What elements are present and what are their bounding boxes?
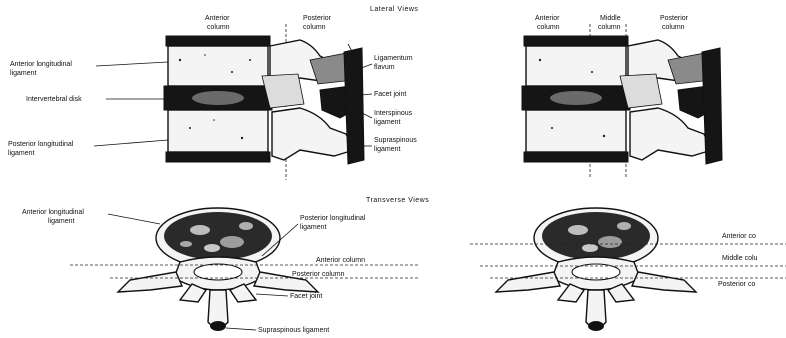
- ligamentum-flavum-label-line2: flavum: [374, 64, 395, 71]
- anterior-column-label: Anterior co: [722, 233, 756, 240]
- posterior-longitudinal-ligament-label-line2: ligament: [8, 150, 35, 157]
- anterior-longitudinal-ligament-label-line1: Anterior longitudinal: [10, 61, 72, 68]
- ligamentum-flavum-label-line1: Ligamentum: [374, 55, 413, 62]
- posterior-column-label: Posterior co: [718, 281, 755, 288]
- left-transverse-process: [118, 272, 182, 292]
- transverse-views-title: Transverse Views: [366, 197, 429, 204]
- transverse-view-right: Anterior co Middle colu Posterior co: [470, 208, 786, 331]
- middle-column-header-line2: column: [598, 24, 621, 31]
- interspinous-ligament-label-line2: ligament: [374, 119, 401, 126]
- supraspinous-band: [344, 48, 364, 164]
- anterior-column-header-line2: column: [537, 24, 560, 31]
- lateral-view-right: Anterior column Middle column Posterior …: [522, 15, 722, 178]
- intervertebral-disk-label: Intervertebral disk: [26, 96, 82, 103]
- posterior-longitudinal-ligament-label-line1: Posterior longitudinal: [8, 141, 74, 148]
- lower-vertebral-body: [168, 110, 268, 152]
- posterior-longitudinal-ligament-label-line1: Posterior longitudinal: [300, 215, 366, 222]
- lateral-view-left: Anterior column Posterior column Anterio…: [8, 15, 417, 180]
- supraspinous-ligament-label: Supraspinous ligament: [258, 327, 329, 334]
- posterior-longitudinal-ligament-label-line2: ligament: [300, 224, 327, 231]
- transverse-view-left: Anterior longitudinal ligament Posterior…: [22, 208, 420, 334]
- posterior-column-header-line2: column: [303, 24, 326, 31]
- anterior-longitudinal-ligament-label-line2: ligament: [48, 218, 75, 225]
- anterior-column-header-line1: Anterior: [535, 15, 560, 22]
- posterior-column-header-line1: Posterior: [303, 15, 332, 22]
- cancellous-bone: [164, 212, 272, 260]
- lower-endplate: [166, 152, 270, 162]
- facet-joint-label: Facet joint: [290, 293, 322, 300]
- anterior-column-header-line2: column: [207, 24, 230, 31]
- middle-column-header-line1: Middle: [600, 15, 621, 22]
- anterior-longitudinal-ligament-label-line1: Anterior longitudinal: [22, 209, 84, 216]
- anterior-longitudinal-ligament-label-line2: ligament: [10, 70, 37, 77]
- middle-column-label: Middle colu: [722, 255, 758, 262]
- anterior-column-header-line1: Anterior: [205, 15, 230, 22]
- posterior-column-header-line2: column: [662, 24, 685, 31]
- interspinous-ligament-label-line1: Interspinous: [374, 110, 413, 117]
- lower-vertebral-body: [526, 110, 626, 152]
- anterior-column-label: Anterior column: [316, 257, 365, 264]
- lateral-views-title: Lateral Views: [370, 6, 418, 13]
- upper-endplate: [166, 36, 270, 46]
- posterior-column-header-line1: Posterior: [660, 15, 689, 22]
- supraspinous-dot: [210, 321, 226, 331]
- facet-joint-label: Facet joint: [374, 91, 406, 98]
- upper-vertebral-body: [526, 46, 626, 86]
- posterior-column-label: Posterior column: [292, 271, 345, 278]
- supraspinous-ligament-label-line1: Supraspinous: [374, 137, 417, 144]
- upper-vertebral-body: [168, 46, 268, 86]
- supraspinous-ligament-label-line2: ligament: [374, 146, 401, 153]
